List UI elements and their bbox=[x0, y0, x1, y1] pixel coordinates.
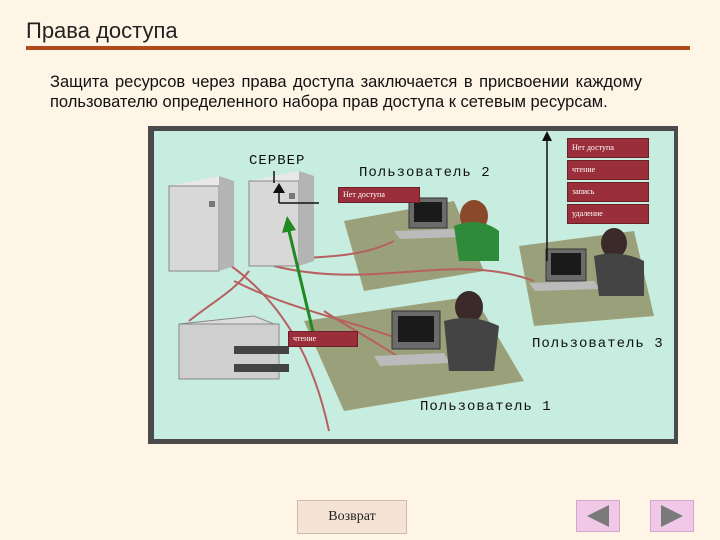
server-label: СЕРВЕР bbox=[249, 153, 306, 169]
no-access-tag: Нет доступа bbox=[338, 187, 420, 203]
title-divider bbox=[26, 46, 690, 50]
slide-title: Права доступа bbox=[26, 18, 178, 43]
user3-figure bbox=[601, 228, 627, 258]
user1-figure bbox=[455, 291, 483, 323]
workstation-user1 bbox=[374, 291, 499, 371]
right-delete: удаление bbox=[567, 204, 649, 224]
back-button[interactable]: Возврат bbox=[297, 500, 407, 534]
printer bbox=[178, 315, 289, 380]
network-illustration bbox=[168, 131, 654, 432]
user2-label: Пользователь 2 bbox=[359, 165, 491, 181]
triangle-left-icon bbox=[587, 505, 609, 527]
user3-label: Пользователь 3 bbox=[532, 336, 664, 352]
desk-user2 bbox=[344, 201, 484, 291]
right-read: чтение bbox=[567, 160, 649, 180]
server-tower-2 bbox=[248, 171, 314, 267]
rights-list: Нет доступа чтение запись удаление bbox=[567, 138, 649, 226]
triangle-right-icon bbox=[661, 505, 683, 527]
workstation-user3 bbox=[529, 228, 644, 296]
next-slide-button[interactable] bbox=[650, 500, 694, 532]
user1-label: Пользователь 1 bbox=[420, 399, 552, 415]
server-tower-1 bbox=[168, 176, 234, 272]
prev-slide-button[interactable] bbox=[576, 500, 620, 532]
right-no-access: Нет доступа bbox=[567, 138, 649, 158]
read-tag: чтение bbox=[288, 331, 358, 347]
workstation-user2 bbox=[394, 197, 499, 261]
read-access-arrow bbox=[287, 230, 316, 337]
body-paragraph: Защита ресурсов через права доступа закл… bbox=[50, 73, 642, 111]
right-write: запись bbox=[567, 182, 649, 202]
